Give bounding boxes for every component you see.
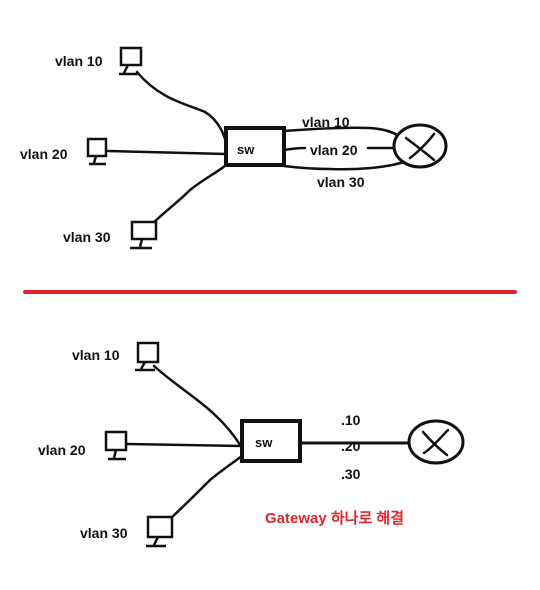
bottom-pc-icon-vlan30 <box>146 515 174 548</box>
bottom-diagram: sw .10 .20 .30 Gateway 하나로 해결 vlan 10 vl… <box>38 341 465 548</box>
top-pc-icon-vlan20 <box>86 137 108 166</box>
bottom-pc-label-vlan30: vlan 30 <box>80 525 128 541</box>
top-switch <box>224 126 286 167</box>
bottom-trunk-label-3: .30 <box>341 466 361 482</box>
bottom-switch <box>240 419 302 463</box>
top-trunk-label-1: vlan 10 <box>302 114 350 130</box>
top-cable-vlan10 <box>135 70 228 144</box>
top-pc-icon-vlan10 <box>119 46 143 76</box>
bottom-pc-label-vlan20: vlan 20 <box>38 442 86 458</box>
top-trunk-label-3: vlan 30 <box>317 174 365 190</box>
bottom-pc-label-vlan10: vlan 10 <box>72 347 120 363</box>
top-pc-icon-vlan30 <box>130 220 158 250</box>
top-router-icon <box>392 123 448 169</box>
top-trunk-label-2: vlan 20 <box>310 142 358 158</box>
top-cable-vlan30 <box>144 163 228 232</box>
bottom-router-icon <box>407 419 465 465</box>
bottom-switch-label: sw <box>255 435 273 450</box>
top-trunk-vlan30 <box>282 160 406 171</box>
top-switch-label: sw <box>237 142 255 157</box>
bottom-trunk-label-1: .10 <box>341 412 361 428</box>
bottom-pc-icon-vlan10 <box>135 341 160 372</box>
top-trunk-vlan10 <box>282 126 402 139</box>
bottom-cable-vlan20 <box>124 442 244 448</box>
bottom-cable-vlan30 <box>158 454 244 530</box>
top-diagram: sw vlan 10 vlan 20 vlan 30 vlan 10 vlan … <box>20 46 448 250</box>
bottom-cable-vlan10 <box>152 364 244 450</box>
gateway-note: Gateway 하나로 해결 <box>265 509 404 527</box>
top-pc-label-vlan20: vlan 20 <box>20 146 68 162</box>
bottom-trunk-label-2: .20 <box>341 438 361 454</box>
bottom-pc-icon-vlan20 <box>104 430 128 461</box>
top-pc-label-vlan30: vlan 30 <box>63 229 111 245</box>
top-cable-vlan20 <box>106 149 228 156</box>
top-pc-label-vlan10: vlan 10 <box>55 53 103 69</box>
